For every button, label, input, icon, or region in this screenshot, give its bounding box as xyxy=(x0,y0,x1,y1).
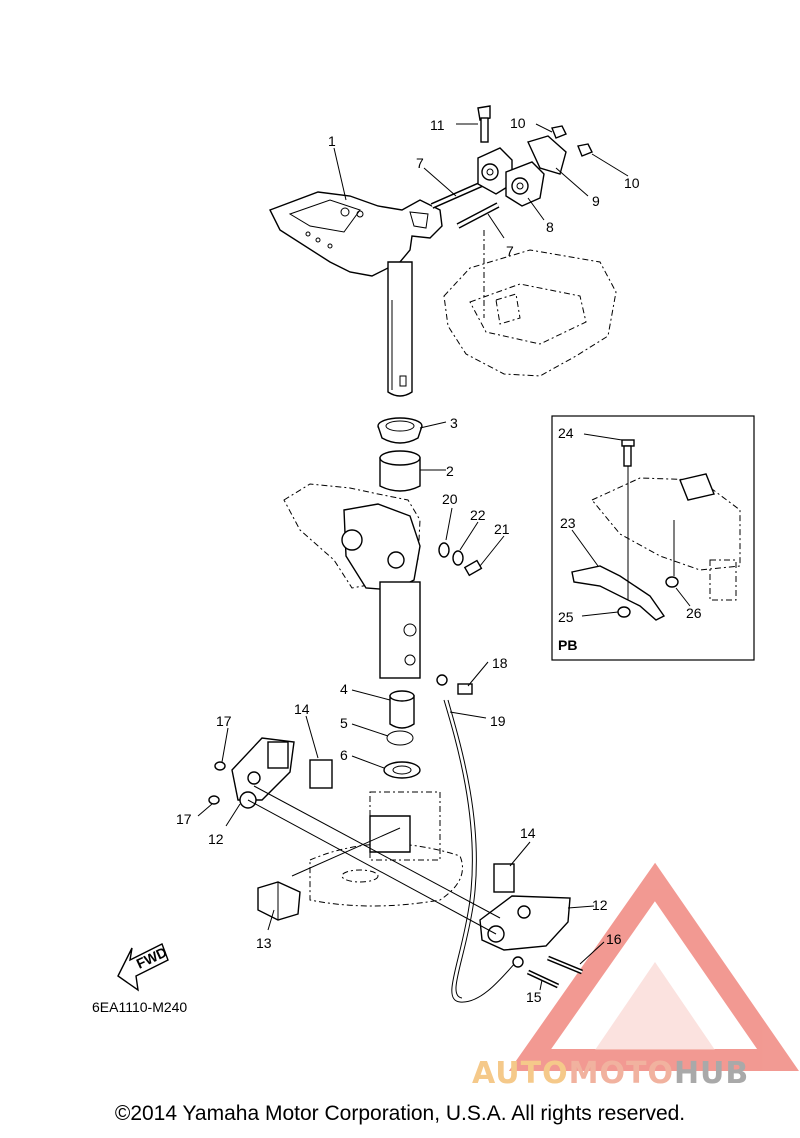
callout-22: 22 xyxy=(470,507,486,523)
watermark-logo xyxy=(508,862,799,1071)
callout-26: 26 xyxy=(686,605,702,621)
swivel-bracket xyxy=(283,483,421,679)
leader-lines xyxy=(197,123,691,991)
callout-10-right: 10 xyxy=(624,175,640,191)
tilt-hardware xyxy=(438,542,483,577)
callout-3: 3 xyxy=(450,415,458,431)
callout-23: 23 xyxy=(560,515,576,531)
mount-housing-right xyxy=(479,863,583,989)
callout-17-lower: 17 xyxy=(176,811,192,827)
callout-labels: 1 2 3 4 5 6 7 7 8 9 10 10 11 12 12 13 14… xyxy=(92,115,702,1015)
callout-17-upper: 17 xyxy=(216,713,232,729)
inset-label: PB xyxy=(558,637,577,653)
callout-7-lower: 7 xyxy=(506,243,514,259)
lower-case-outline-bottom xyxy=(309,791,463,907)
callout-24: 24 xyxy=(558,425,574,441)
rubber-mount xyxy=(257,881,301,921)
watermark-text-hub: HUB xyxy=(673,1056,750,1091)
callout-25: 25 xyxy=(558,609,574,625)
watermark-text-auto: AUTO xyxy=(472,1056,569,1091)
callout-15: 15 xyxy=(526,989,542,1005)
diagram-code: 6EA1110-M240 xyxy=(92,999,187,1015)
stud-bolts xyxy=(430,181,500,229)
callout-7-upper: 7 xyxy=(416,155,424,171)
steering-bracket xyxy=(269,191,443,397)
assembly-lines xyxy=(247,785,501,935)
watermark-text: AUTOMOTOHUB xyxy=(472,1056,749,1091)
ground-lead xyxy=(436,674,524,1003)
callout-18: 18 xyxy=(492,655,508,671)
callout-5: 5 xyxy=(340,715,348,731)
fwd-arrow: FWD xyxy=(117,943,169,992)
callout-12-left: 12 xyxy=(208,831,224,847)
callout-4: 4 xyxy=(340,681,348,697)
callout-8: 8 xyxy=(546,219,554,235)
lower-case-outline-top xyxy=(443,230,617,377)
upper-mounts xyxy=(477,105,593,207)
copyright-notice: ©2014 Yamaha Motor Corporation, U.S.A. A… xyxy=(114,1102,686,1125)
callout-21: 21 xyxy=(494,521,510,537)
callout-19: 19 xyxy=(490,713,506,729)
callout-20: 20 xyxy=(442,491,458,507)
callout-14-right: 14 xyxy=(520,825,536,841)
bushings xyxy=(377,417,423,492)
callout-6: 6 xyxy=(340,747,348,763)
mount-housing-left xyxy=(208,737,333,809)
callout-11: 11 xyxy=(430,117,445,133)
watermark-text-moto: MOTO xyxy=(568,1056,674,1091)
callout-13: 13 xyxy=(256,935,272,951)
lower-bushing-set xyxy=(383,690,421,779)
callout-1: 1 xyxy=(328,133,336,149)
callout-2: 2 xyxy=(446,463,454,479)
callout-16: 16 xyxy=(606,931,622,947)
callout-10-upper: 10 xyxy=(510,115,526,131)
callout-14-left: 14 xyxy=(294,701,310,717)
inset-pb xyxy=(551,415,755,661)
callout-9: 9 xyxy=(592,193,600,209)
callout-12-right: 12 xyxy=(592,897,608,913)
